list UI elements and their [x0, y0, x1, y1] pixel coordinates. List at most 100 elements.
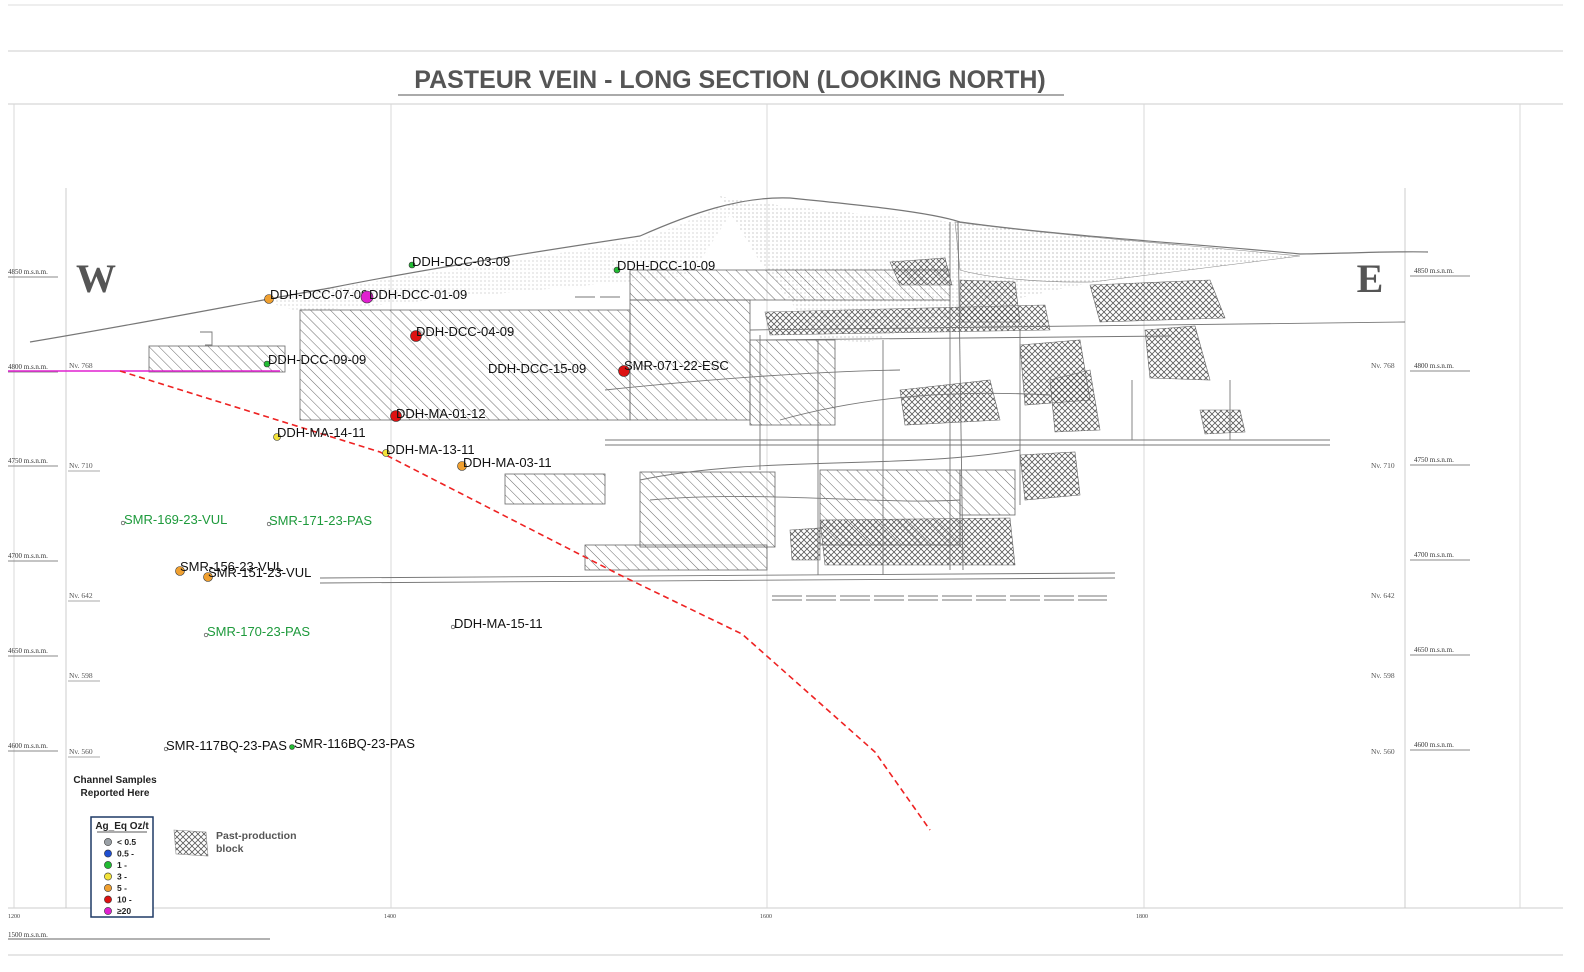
elevation-label: 4700 m.s.n.m. — [8, 552, 48, 560]
x-tick-label: 1400 — [384, 914, 396, 920]
hole-marker: SMR-116BQ-23-PAS — [289, 736, 415, 751]
boundary-dashed-line — [119, 370, 931, 831]
legend-item: 3 - — [104, 872, 127, 882]
hole-marker: DDH-MA-03-11 — [457, 455, 552, 471]
elevation-label: 4750 m.s.n.m. — [1414, 456, 1454, 464]
legend-item: 0.5 - — [104, 849, 134, 859]
level-label: Nv. 710 — [1371, 461, 1395, 470]
legend-item-label: 5 - — [117, 883, 127, 893]
level-labels-right: Nv. 768 Nv. 710 Nv. 642 Nv. 598 Nv. 560 — [1371, 361, 1395, 756]
legend-item-label: 1 - — [117, 860, 127, 870]
elevation-label: 4700 m.s.n.m. — [1414, 551, 1454, 559]
hole-label: DDH-MA-01-12 — [396, 406, 486, 421]
legend-item: 10 - — [104, 895, 132, 905]
level-label: Nv. 598 — [69, 671, 93, 680]
legend-item: 1 - — [104, 860, 127, 870]
level-label: Nv. 642 — [1371, 591, 1395, 600]
frame — [8, 4, 1563, 956]
hole-marker: DDH-MA-15-11 — [450, 616, 543, 631]
hole-label: SMR-117BQ-23-PAS — [166, 738, 287, 753]
grade-legend: Ag_Eq Oz/t < 0.5 0.5 - 1 - 3 - 5 - 10 - — [90, 816, 154, 918]
x-tick-label: 1200 — [8, 914, 20, 920]
hole-marker: DDH-DCC-10-09 — [613, 258, 715, 274]
past-production-legend: Past-production block — [173, 829, 297, 857]
legend-item: < 0.5 — [104, 837, 136, 847]
elevation-axis-right: 4850 m.s.n.m. 4800 m.s.n.m. 4750 m.s.n.m… — [1410, 267, 1470, 751]
hole-label: DDH-DCC-07-09 — [270, 287, 368, 302]
mine-workings — [200, 221, 1406, 601]
hole-label: DDH-MA-13-11 — [386, 442, 475, 457]
x-tick-label: 1600 — [760, 914, 772, 920]
hole-label: SMR-171-23-PAS — [269, 513, 372, 528]
level-label: Nv. 768 — [69, 361, 93, 370]
legend-item: ≥20 — [104, 906, 131, 916]
note-line: Channel Samples — [73, 775, 157, 786]
legend-item-label: 0.5 - — [117, 849, 134, 859]
hole-marker: DDH-MA-01-12 — [390, 406, 486, 422]
hole-label: SMR-071-22-ESC — [624, 358, 729, 373]
level-label: Nv. 560 — [69, 747, 93, 756]
elevation-label: 4850 m.s.n.m. — [8, 268, 48, 276]
elevation-label: 4800 m.s.n.m. — [8, 363, 48, 371]
elevation-axis-left: 4850 m.s.n.m. 4800 m.s.n.m. 4750 m.s.n.m… — [8, 268, 58, 752]
level-labels-left: Nv. 768 Nv. 710 Nv. 642 Nv. 598 Nv. 560 — [68, 361, 100, 758]
legend-title: Ag_Eq Oz/t — [95, 821, 149, 832]
hole-label: SMR-116BQ-23-PAS — [294, 736, 415, 751]
past-production-label: Past-production — [216, 830, 297, 842]
topography-surface — [29, 196, 1429, 343]
hole-marker: SMR-171-23-PAS — [266, 513, 372, 528]
hole-label: SMR-169-23-VUL — [124, 512, 227, 527]
drill-holes: DDH-DCC-03-09 DDH-DCC-10-09 DDH-DCC-07-0… — [120, 254, 729, 753]
elevation-label: 4750 m.s.n.m. — [8, 457, 48, 465]
stopes-hatched — [148, 269, 1016, 571]
level-label: Nv. 768 — [1371, 361, 1395, 370]
page-title: PASTEUR VEIN - LONG SECTION (LOOKING NOR… — [414, 66, 1045, 94]
level-label: Nv. 710 — [69, 461, 93, 470]
hole-label: SMR-151-23-VUL — [208, 565, 311, 580]
hole-label: SMR-170-23-PAS — [207, 624, 310, 639]
elevation-label: 4800 m.s.n.m. — [1414, 362, 1454, 370]
hole-marker: SMR-151-23-VUL — [203, 565, 311, 582]
hole-label: DDH-DCC-04-09 — [416, 324, 514, 339]
elevation-label: 4850 m.s.n.m. — [1414, 267, 1454, 275]
legend-item: 5 - — [104, 883, 127, 893]
elevation-label: 4600 m.s.n.m. — [8, 742, 48, 750]
past-production-label: block — [216, 843, 244, 855]
hole-marker: SMR-170-23-PAS — [203, 624, 310, 639]
elevation-label: 4600 m.s.n.m. — [1414, 741, 1454, 749]
hole-label: DDH-DCC-09-09 — [268, 352, 366, 367]
x-axis-ticks: 1200 1400 1600 1800 — [8, 914, 1148, 920]
level-label: Nv. 642 — [69, 591, 93, 600]
west-label: W — [76, 256, 116, 301]
east-label: E — [1357, 256, 1384, 301]
hole-marker: DDH-DCC-15-09 — [488, 361, 586, 376]
hole-label: SMR-156-23-VUL — [180, 559, 283, 574]
legend-item-label: ≥20 — [117, 906, 131, 916]
hole-label: DDH-DCC-03-09 — [412, 254, 510, 269]
hole-marker: DDH-DCC-09-09 — [263, 352, 366, 368]
hole-label: DDH-MA-03-11 — [463, 455, 552, 470]
scale-label: 1500 m.s.n.m. — [8, 931, 48, 939]
legend-item-label: < 0.5 — [117, 837, 136, 847]
hole-marker: SMR-117BQ-23-PAS — [163, 738, 287, 753]
elevation-label: 4650 m.s.n.m. — [1414, 646, 1454, 654]
legend-item-label: 3 - — [117, 872, 127, 882]
hole-label: DDH-DCC-01-09 — [369, 287, 467, 302]
hole-label: DDH-MA-15-11 — [454, 616, 543, 631]
hole-marker: SMR-156-23-VUL — [175, 559, 283, 576]
hole-label: DDH-DCC-10-09 — [617, 258, 715, 273]
x-tick-label: 1800 — [1136, 914, 1148, 920]
hole-marker: SMR-071-22-ESC — [618, 358, 729, 377]
hole-marker: DDH-MA-13-11 — [382, 442, 475, 457]
hole-marker: DDH-DCC-07-09 — [264, 287, 368, 304]
channel-samples-note: Channel Samples Reported Here — [73, 775, 157, 799]
legend-item-label: 10 - — [117, 895, 132, 905]
elevation-label: 4650 m.s.n.m. — [8, 647, 48, 655]
note-line: Reported Here — [81, 788, 150, 799]
hole-marker: DDH-MA-14-11 — [273, 425, 366, 441]
hole-marker: SMR-169-23-VUL — [120, 512, 227, 527]
level-label: Nv. 560 — [1371, 747, 1395, 756]
hole-marker: DDH-DCC-04-09 — [410, 324, 514, 342]
hole-marker: DDH-DCC-01-09 — [360, 287, 467, 304]
